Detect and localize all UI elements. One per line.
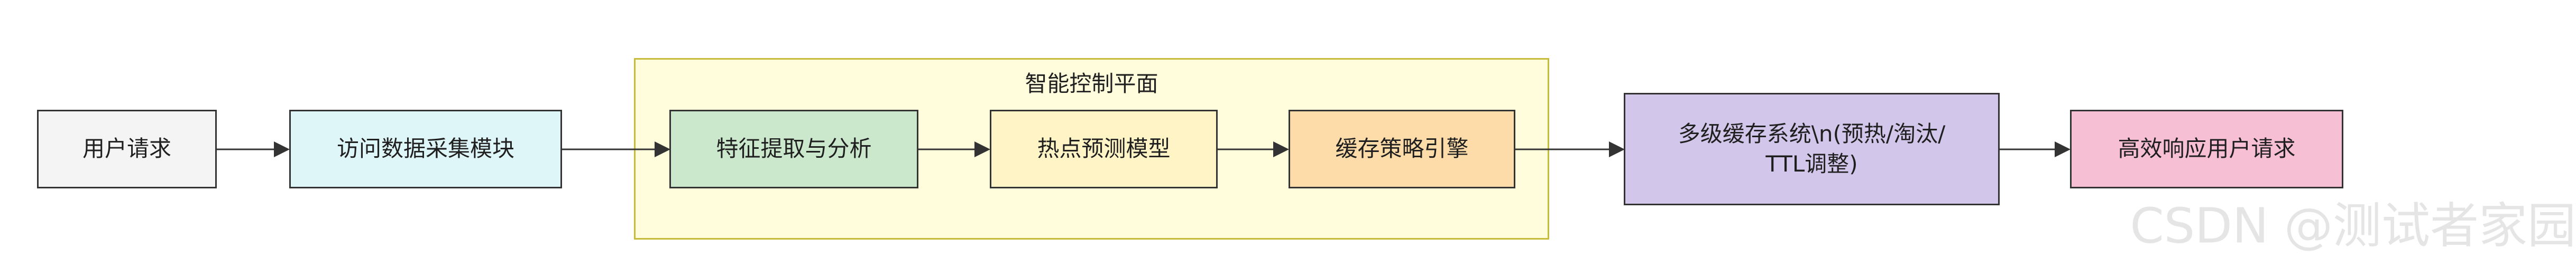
node-hotspot-model: 热点预测模型 xyxy=(990,110,1218,188)
node-collect-module: 访问数据采集模块 xyxy=(289,110,562,188)
control-plane-title: 智能控制平面 xyxy=(1025,71,1158,97)
node-feature-extract: 特征提取与分析 xyxy=(669,110,918,188)
flow-edges xyxy=(217,141,2071,157)
node-multi-cache: 多级缓存系统\n(预热/淘汰/ TTL调整) xyxy=(1624,93,2000,205)
watermark: CSDN @测试者家园 xyxy=(2130,197,2576,254)
node-user-request: 用户请求 xyxy=(37,110,217,188)
node-cache-engine: 缓存策略引擎 xyxy=(1289,110,1515,188)
node-response: 高效响应用户请求 xyxy=(2070,110,2343,188)
